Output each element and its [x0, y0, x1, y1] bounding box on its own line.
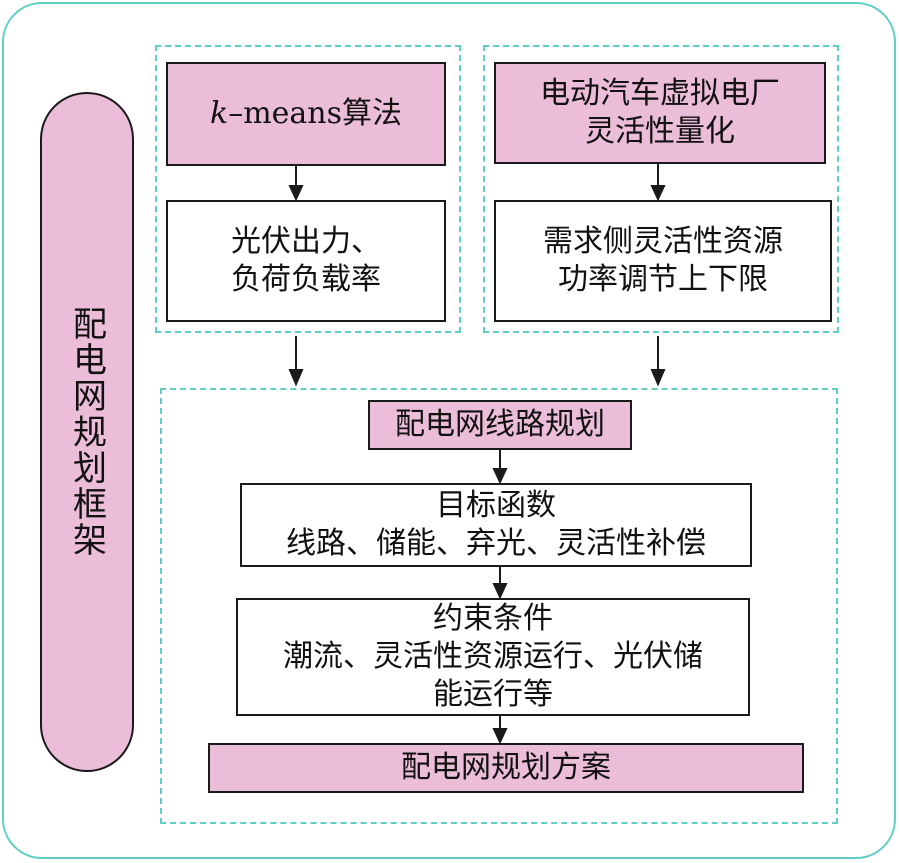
- ev-vpp-text: 电动汽车虚拟电厂 灵活性量化: [540, 76, 780, 149]
- arrow-kmeans-to-pv-head: [288, 185, 304, 202]
- side-label: 配电网规划框架: [66, 306, 107, 558]
- kmeans-k: k: [210, 96, 229, 131]
- arrow-planning-to-objective-head: [492, 468, 508, 485]
- arrow-constraints-to-scheme-head: [492, 728, 508, 745]
- objective-function-box: 目标函数 线路、储能、弃光、灵活性补偿: [240, 483, 752, 567]
- side-label-pill: 配电网规划框架: [40, 92, 134, 772]
- line-planning-box: 配电网线路规划: [368, 400, 632, 450]
- arrow-right-group-down-head: [650, 369, 666, 387]
- line-planning-text: 配电网线路规划: [395, 407, 605, 442]
- left-group-border: [155, 45, 461, 333]
- bottom-group-border: [160, 388, 838, 824]
- objective-function-text: 目标函数 线路、储能、弃光、灵活性补偿: [286, 488, 706, 561]
- arrow-objective-to-constraints-head: [492, 583, 508, 600]
- planning-scheme-text: 配电网规划方案: [401, 750, 611, 785]
- demand-side-box: 需求侧灵活性资源 功率调节上下限: [494, 200, 832, 322]
- constraints-box: 约束条件 潮流、灵活性资源运行、光伏储 能运行等: [236, 598, 750, 716]
- pv-load-box: 光伏出力、 负荷负载率: [166, 200, 446, 322]
- pv-load-text: 光伏出力、 负荷负载率: [231, 224, 381, 297]
- demand-side-text: 需求侧灵活性资源 功率调节上下限: [543, 224, 783, 297]
- arrow-left-group-down-head: [288, 369, 304, 387]
- constraints-text: 约束条件 潮流、灵活性资源运行、光伏储 能运行等: [283, 601, 703, 712]
- ev-vpp-box: 电动汽车虚拟电厂 灵活性量化: [494, 62, 826, 164]
- arrow-ev-to-demand-head: [650, 185, 666, 202]
- kmeans-algorithm-box: k–means算法: [166, 62, 446, 166]
- right-group-border: [483, 45, 839, 333]
- kmeans-rest: –means算法: [228, 96, 402, 131]
- planning-scheme-box: 配电网规划方案: [208, 743, 804, 793]
